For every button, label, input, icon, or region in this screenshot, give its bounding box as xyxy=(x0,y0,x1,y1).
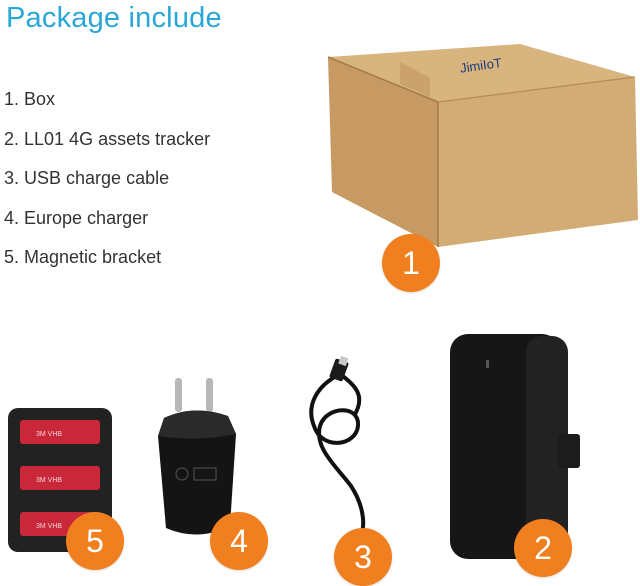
usb-cable-image xyxy=(309,356,366,543)
svg-text:3M VHB: 3M VHB xyxy=(36,523,62,530)
list-item: 5. Magnetic bracket xyxy=(4,247,162,268)
gps-tracker-image xyxy=(450,334,580,559)
badge-5: 5 xyxy=(66,512,124,570)
list-item: 4. Europe charger xyxy=(4,207,149,228)
cardboard-box-image: JimiIoT xyxy=(327,44,638,247)
badge-1: 1 xyxy=(382,234,440,292)
badge-3: 3 xyxy=(334,528,392,586)
list-item: 1. Box xyxy=(4,89,56,109)
europe-charger-image xyxy=(158,378,236,535)
svg-text:3M VHB: 3M VHB xyxy=(36,477,62,484)
list-item: 3. USB charge cable xyxy=(4,168,170,189)
svg-text:3M VHB: 3M VHB xyxy=(36,431,62,438)
page-title: Package include xyxy=(6,2,222,34)
box-logo: JimiIoT xyxy=(459,55,503,76)
badge-2: 2 xyxy=(514,519,572,577)
package-list: 1. Box 2. LL01 4G assets tracker 3. USB … xyxy=(4,86,210,284)
list-item: 2. LL01 4G assets tracker xyxy=(4,128,211,149)
badge-4: 4 xyxy=(210,512,268,570)
